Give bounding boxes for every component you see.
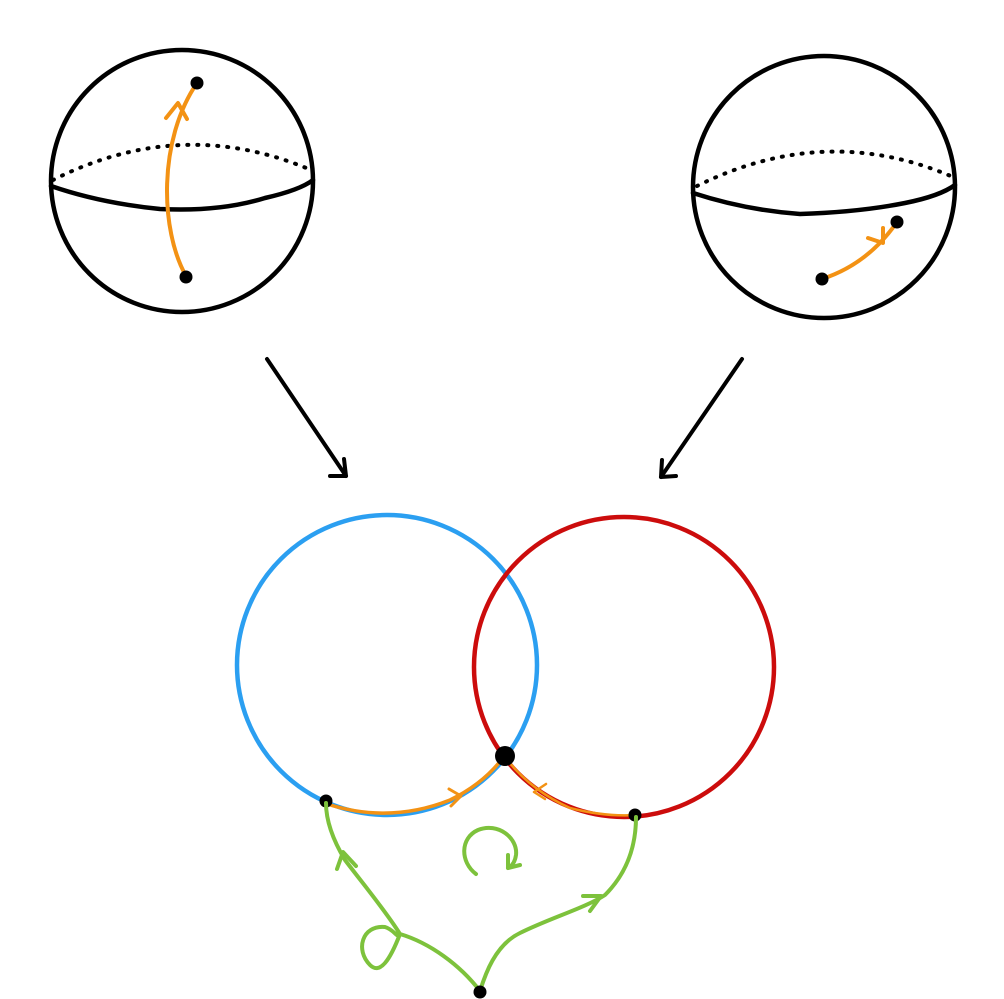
- left-circle-orange-arc: [325, 753, 507, 815]
- right-circle-orange-arc: [503, 755, 638, 817]
- left-map-arrow-shaft: [265, 357, 348, 478]
- right-sphere-path-arrowhead: [866, 226, 885, 245]
- left-circle-orange-arrowhead: [447, 787, 463, 808]
- left-sphere: [48, 47, 316, 315]
- wedge-of-circles: [234, 512, 777, 822]
- left-map-arrow: [265, 357, 348, 478]
- right-map-arrow-shaft: [659, 357, 744, 479]
- right-sphere-front-equator: [690, 182, 958, 217]
- base-point: [473, 985, 487, 999]
- right-sphere-path: [820, 220, 899, 281]
- left-map-arrow-head: [328, 457, 348, 478]
- right-circle-point: [628, 808, 642, 822]
- right-map-arrow-head: [659, 458, 678, 479]
- right-sphere-back-equator: [695, 149, 955, 188]
- green-paths: [324, 801, 638, 999]
- left-sphere-end-point: [190, 76, 204, 90]
- right-circle: [471, 514, 777, 820]
- left-sphere-start-point: [179, 270, 193, 284]
- right-map-arrow: [659, 357, 744, 479]
- right-sphere-start-point: [815, 272, 829, 286]
- green-path-right-arrowhead: [581, 894, 603, 913]
- wedge-point: [495, 746, 515, 766]
- left-sphere-path: [165, 81, 199, 278]
- left-sphere-front-equator: [48, 177, 316, 212]
- left-sphere-path-arrowhead: [164, 101, 189, 121]
- left-sphere-back-equator: [51, 142, 313, 182]
- right-sphere-end-point: [890, 215, 904, 229]
- green-path-right: [478, 815, 638, 993]
- counterclockwise-arrow-icon: [462, 825, 519, 876]
- left-circle: [234, 512, 540, 818]
- right-circle-orange-arrowhead: [532, 782, 548, 801]
- green-path-left-arrowhead: [335, 850, 358, 871]
- right-sphere: [690, 53, 958, 321]
- green-path-left-with-loop: [324, 801, 482, 993]
- rotation-arrowhead: [506, 853, 522, 870]
